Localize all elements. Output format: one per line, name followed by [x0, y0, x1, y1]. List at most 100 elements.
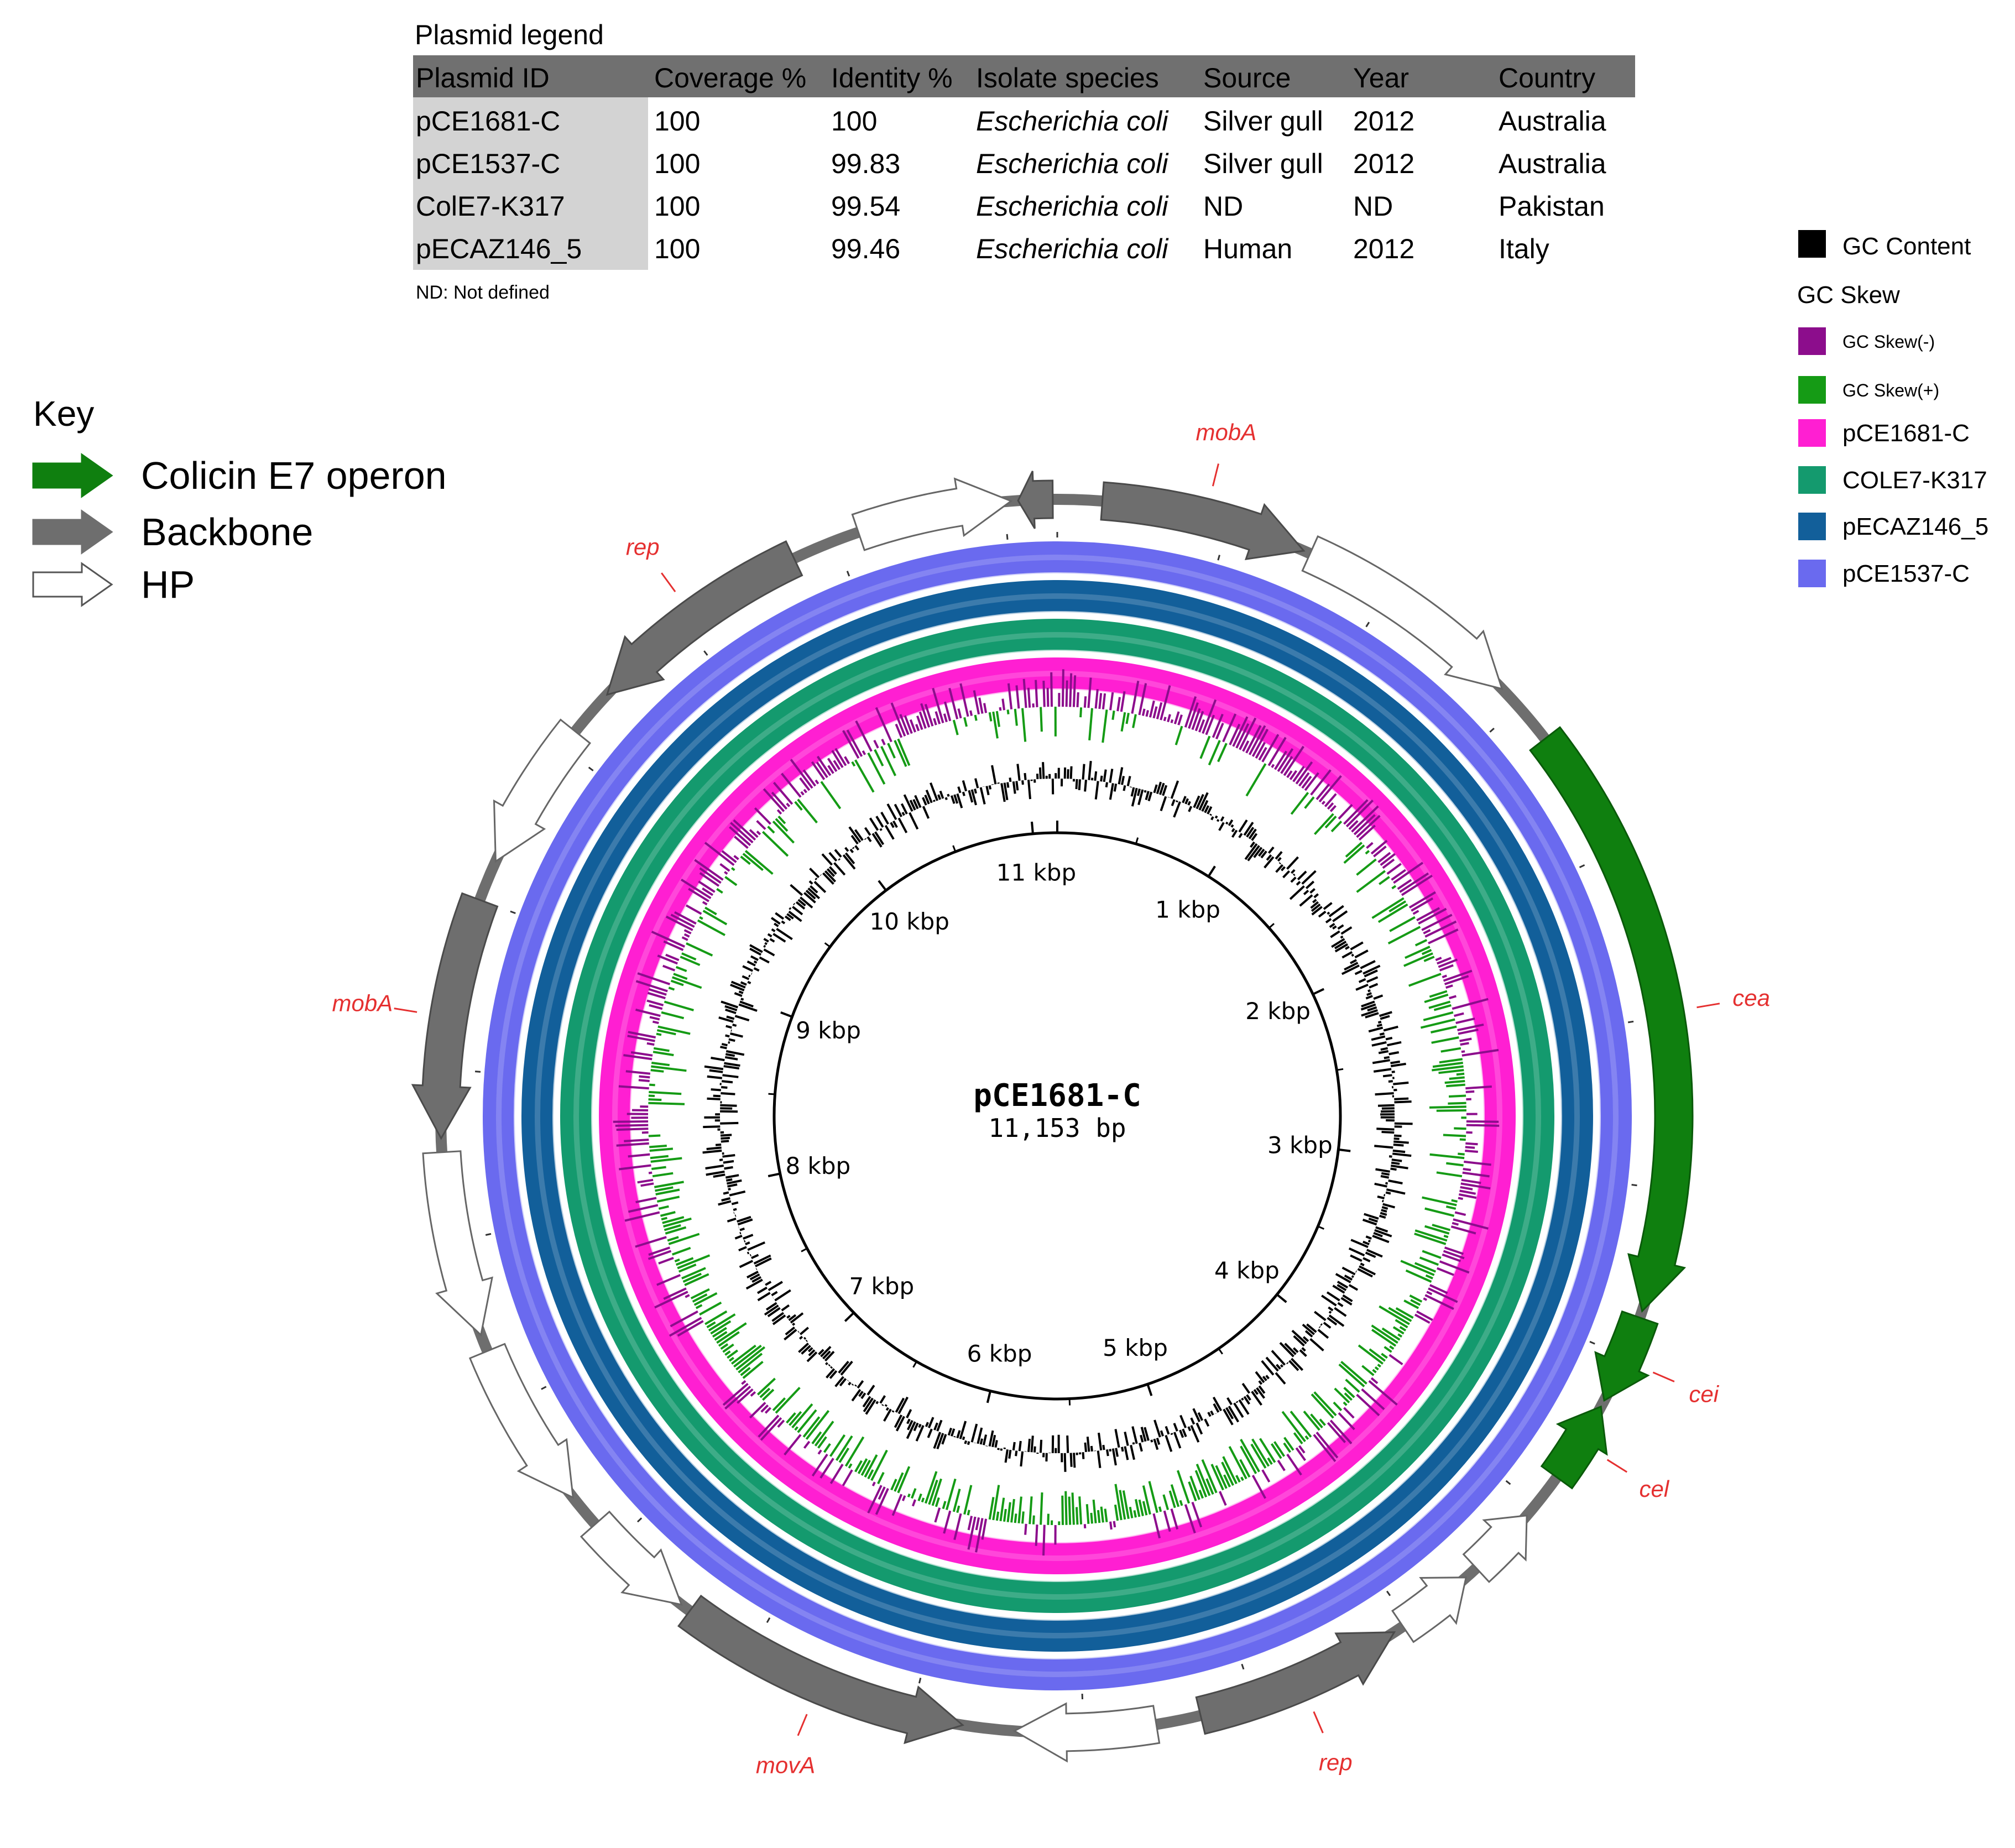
gc-content-bar	[850, 834, 859, 845]
gc-skew-bar	[1050, 672, 1053, 707]
gc-content-bar	[1173, 801, 1181, 818]
gc-content-bar	[1276, 1364, 1281, 1370]
gc-content-bar	[792, 906, 803, 916]
gc-content-bar	[890, 822, 895, 828]
gc-skew-bar	[697, 919, 725, 936]
gc-skew-bar	[722, 1382, 749, 1406]
gc-skew-bar	[1395, 1307, 1414, 1319]
gc-content-bar	[1320, 1323, 1323, 1326]
gc-content-bar	[795, 901, 806, 910]
gc-skew-bar	[1149, 700, 1155, 718]
gc-content-bar	[933, 1432, 942, 1449]
gc-content-bar	[1305, 880, 1315, 889]
gc-skew-bar	[760, 1404, 769, 1413]
gc-skew-bar	[742, 1360, 764, 1379]
gc-content-bar	[854, 829, 864, 841]
gc-content-bar	[1218, 822, 1225, 831]
gc-skew-bar	[800, 791, 805, 796]
gc-skew-bar	[956, 1505, 960, 1513]
gc-skew-bar	[1370, 839, 1388, 855]
gc-skew-bar	[1040, 707, 1043, 732]
gc-skew-bar	[1298, 1445, 1306, 1454]
gc-content-bar	[957, 786, 962, 794]
gc-skew-bar	[1163, 1510, 1171, 1532]
gc-content-bar	[1363, 1240, 1370, 1246]
gc-skew-bar	[690, 1288, 710, 1299]
gc-skew-bar	[699, 867, 722, 884]
gc-skew-bar	[1356, 870, 1386, 893]
blast-ring-pce1537-c	[483, 541, 1632, 1690]
gc-content-bar	[1381, 1209, 1387, 1213]
gc-skew-bar	[803, 789, 807, 794]
gc-content-bar	[1302, 1323, 1315, 1335]
gc-content-bar	[1000, 783, 1006, 802]
gc-skew-bar	[992, 1485, 1000, 1521]
gc-content-bar	[1241, 1397, 1244, 1401]
gc-skew-bar	[733, 1344, 762, 1368]
gc-content-bar	[1327, 911, 1330, 915]
gc-skew-bar	[1361, 1365, 1375, 1376]
gc-skew-bar	[1419, 1256, 1439, 1266]
gc-content-bar	[1209, 813, 1212, 816]
gc-skew-bar	[648, 1246, 671, 1256]
gc-content-bar	[1171, 799, 1176, 806]
gc-content-bar	[1214, 815, 1218, 819]
gc-skew-bar	[864, 1454, 878, 1478]
gc-skew-bar	[695, 1304, 703, 1309]
table-cell: 100	[654, 148, 700, 179]
gc-skew-bar	[1290, 1411, 1312, 1438]
gc-content-bar	[809, 868, 820, 879]
gc-skew-bar	[729, 826, 751, 847]
gc-content-bar	[1380, 1015, 1390, 1020]
gc-skew-bar	[811, 1453, 828, 1477]
gc-skew-bar	[848, 1463, 853, 1469]
gc-content-bar	[1341, 1266, 1356, 1276]
gc-skew-bar	[1327, 802, 1334, 810]
gc-content-bar	[1170, 780, 1179, 799]
gc-skew-bar	[799, 777, 811, 791]
gc-content-bar	[734, 1235, 743, 1240]
table-cell: 100	[831, 106, 877, 137]
gc-content-bar	[894, 1414, 902, 1428]
gc-content-bar	[725, 1174, 739, 1179]
ring-highlight	[496, 555, 1619, 1677]
gc-content-bar	[1286, 1362, 1289, 1365]
gc-skew-bar	[1248, 725, 1266, 755]
gc-content-bar	[1126, 776, 1131, 786]
gc-skew-bar	[1205, 1478, 1214, 1495]
gc-content-bar	[1317, 1329, 1329, 1339]
gc-skew-bar	[628, 1204, 659, 1213]
gc-content-bar	[742, 975, 750, 980]
gc-skew-bar	[1386, 863, 1402, 875]
gc-content-bar	[1094, 781, 1099, 800]
gene-label: rep	[1319, 1749, 1353, 1775]
gc-content-bar	[838, 858, 841, 861]
gc-content-bar	[1153, 1438, 1159, 1450]
gc-content-bar	[730, 1032, 743, 1038]
gc-content-bar	[768, 1281, 783, 1291]
gc-content-bar	[769, 938, 775, 943]
gene-arrow-hp	[1462, 1515, 1528, 1583]
gc-skew-bar	[685, 1294, 690, 1298]
gc-skew-bar	[1399, 1325, 1407, 1332]
gc-skew-bar	[814, 1421, 834, 1447]
gc-content-bar	[1374, 1145, 1393, 1149]
gc-skew-bar	[988, 1497, 995, 1520]
gc-skew-bar	[1240, 1445, 1257, 1474]
gc-content-bar	[709, 1069, 723, 1073]
gc-content-bar	[1262, 1375, 1267, 1381]
gc-skew-bar	[1449, 1076, 1465, 1080]
gc-content-bar	[776, 928, 793, 941]
plasmid-length: 11,153 bp	[988, 1113, 1126, 1143]
gc-skew-bar	[1109, 692, 1114, 711]
gc-skew-bar	[759, 1387, 771, 1398]
scale-label: 7 kbp	[849, 1272, 914, 1299]
table-cell: 2012	[1353, 106, 1414, 137]
scale-tick	[1068, 1398, 1071, 1406]
gc-content-bar	[739, 1000, 754, 1007]
gc-content-bar	[721, 1092, 735, 1095]
gc-content-bar	[962, 1436, 965, 1440]
gc-content-bar	[970, 1423, 978, 1443]
gene-label-leader	[1652, 1371, 1675, 1382]
track-legend-swatch	[1798, 376, 1826, 404]
